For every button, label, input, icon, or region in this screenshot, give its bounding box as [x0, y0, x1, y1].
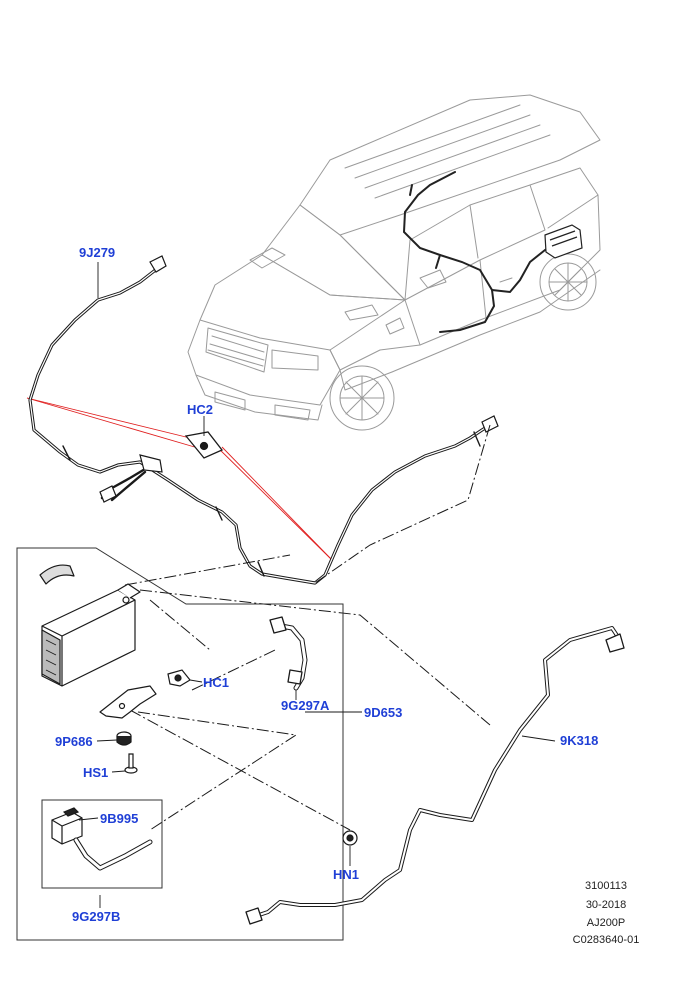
hose-9J279 — [28, 266, 492, 585]
vehicle-canister — [544, 224, 583, 259]
clip-HC2 — [184, 431, 224, 459]
hose-9G297A — [269, 616, 308, 691]
callout-HS1: HS1 — [83, 765, 109, 780]
leader-lines — [26, 397, 333, 561]
drawing-ref-2: 30-2018 — [585, 899, 627, 911]
callout-9K318: 9K318 — [560, 733, 599, 748]
callout-9G297B: 9G297B — [72, 909, 121, 924]
hose-9J279-fittings — [99, 255, 499, 503]
callout-HC2: HC2 — [187, 402, 214, 417]
phantom-lines — [124, 424, 491, 831]
canister-assembly — [39, 564, 157, 719]
vehicle-illustration — [187, 94, 601, 431]
hose-9G297B — [73, 837, 153, 871]
callout-9G297A: 9G297A — [281, 698, 330, 713]
callout-9D653: 9D653 — [364, 705, 403, 720]
valve-9B995 — [51, 807, 83, 845]
callout-HN1: HN1 — [333, 867, 360, 882]
callout-9J279: 9J279 — [79, 245, 116, 260]
drawing-ref-3: AJ200P — [586, 917, 626, 929]
hose-9K318 — [245, 626, 625, 925]
callout-9P686: 9P686 — [55, 734, 93, 749]
callout-leaders — [78, 262, 556, 908]
screw-HS1 — [124, 753, 138, 774]
drawing-ref-1: 3100113 — [584, 880, 627, 892]
callout-9B995: 9B995 — [100, 811, 139, 826]
clip-HC1 — [167, 669, 191, 687]
vehicle-harness — [402, 171, 561, 333]
mount-9P686 — [116, 731, 132, 746]
drawing-ref-4: C0283640-01 — [572, 934, 640, 946]
inset-frame — [16, 547, 344, 941]
callout-HC1: HC1 — [203, 675, 230, 690]
nut-HN1 — [342, 830, 358, 846]
